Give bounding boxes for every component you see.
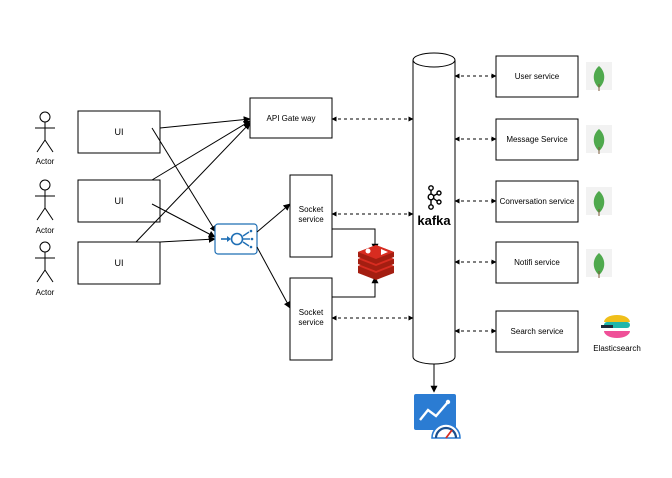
service-notifi[interactable]: Notifi service bbox=[495, 241, 579, 284]
actor-2: Actor bbox=[35, 179, 55, 235]
ui-box-label: UI bbox=[115, 127, 124, 137]
mongodb-leaf-icon bbox=[586, 249, 612, 278]
service-label: Search service bbox=[511, 327, 564, 336]
ui-edges bbox=[135, 116, 251, 243]
load-balancer-icon bbox=[214, 223, 258, 255]
actor-3: Actor bbox=[35, 241, 55, 297]
monitoring-dashboard-icon bbox=[414, 394, 461, 439]
mongodb-leaf-icon bbox=[586, 62, 612, 91]
ui-box-label: UI bbox=[115, 258, 124, 268]
actor-label: Actor bbox=[36, 157, 55, 166]
redis-icon bbox=[358, 245, 394, 280]
elasticsearch-label: Elasticsearch bbox=[593, 344, 641, 353]
actor-label: Actor bbox=[36, 288, 55, 297]
ui-box-3[interactable]: UI bbox=[77, 241, 161, 285]
socket-service-label-line2: service bbox=[298, 215, 324, 224]
kafka-cylinder[interactable]: kafka bbox=[412, 52, 456, 365]
kafka-links bbox=[331, 73, 497, 334]
socket-service-label-line1: Socket bbox=[299, 205, 324, 214]
actor-figure-icon bbox=[35, 111, 55, 153]
service-label: Message Service bbox=[506, 135, 568, 144]
service-label: Conversation service bbox=[500, 197, 575, 206]
ui-box-1[interactable]: UI bbox=[77, 110, 161, 154]
service-label: Notifi service bbox=[514, 258, 560, 267]
kafka-label: kafka bbox=[417, 213, 451, 228]
api-gateway-box[interactable]: API Gate way bbox=[249, 97, 333, 139]
service-conversation[interactable]: Conversation service bbox=[495, 180, 579, 223]
socket-service-2[interactable]: Socket service bbox=[289, 277, 333, 361]
elasticsearch-icon bbox=[601, 315, 630, 338]
service-search[interactable]: Search service bbox=[495, 310, 579, 353]
mongodb-leaf-icon bbox=[586, 187, 612, 216]
socket-service-label-line2: service bbox=[298, 318, 324, 327]
api-gateway-label: API Gate way bbox=[267, 114, 316, 123]
service-message[interactable]: Message Service bbox=[495, 118, 579, 161]
service-user[interactable]: User service bbox=[495, 55, 579, 98]
actor-figure-icon bbox=[35, 179, 55, 221]
actor-1: Actor bbox=[35, 111, 55, 166]
kafka-logo-icon bbox=[427, 185, 442, 210]
socket-service-1[interactable]: Socket service bbox=[289, 174, 333, 258]
actor-figure-icon bbox=[35, 241, 55, 283]
service-label: User service bbox=[515, 72, 560, 81]
socket-service-label-line1: Socket bbox=[299, 308, 324, 317]
actor-label: Actor bbox=[36, 226, 55, 235]
ui-box-label: UI bbox=[115, 196, 124, 206]
ui-box-2[interactable]: UI bbox=[77, 179, 161, 223]
mongodb-leaf-icon bbox=[586, 125, 612, 154]
